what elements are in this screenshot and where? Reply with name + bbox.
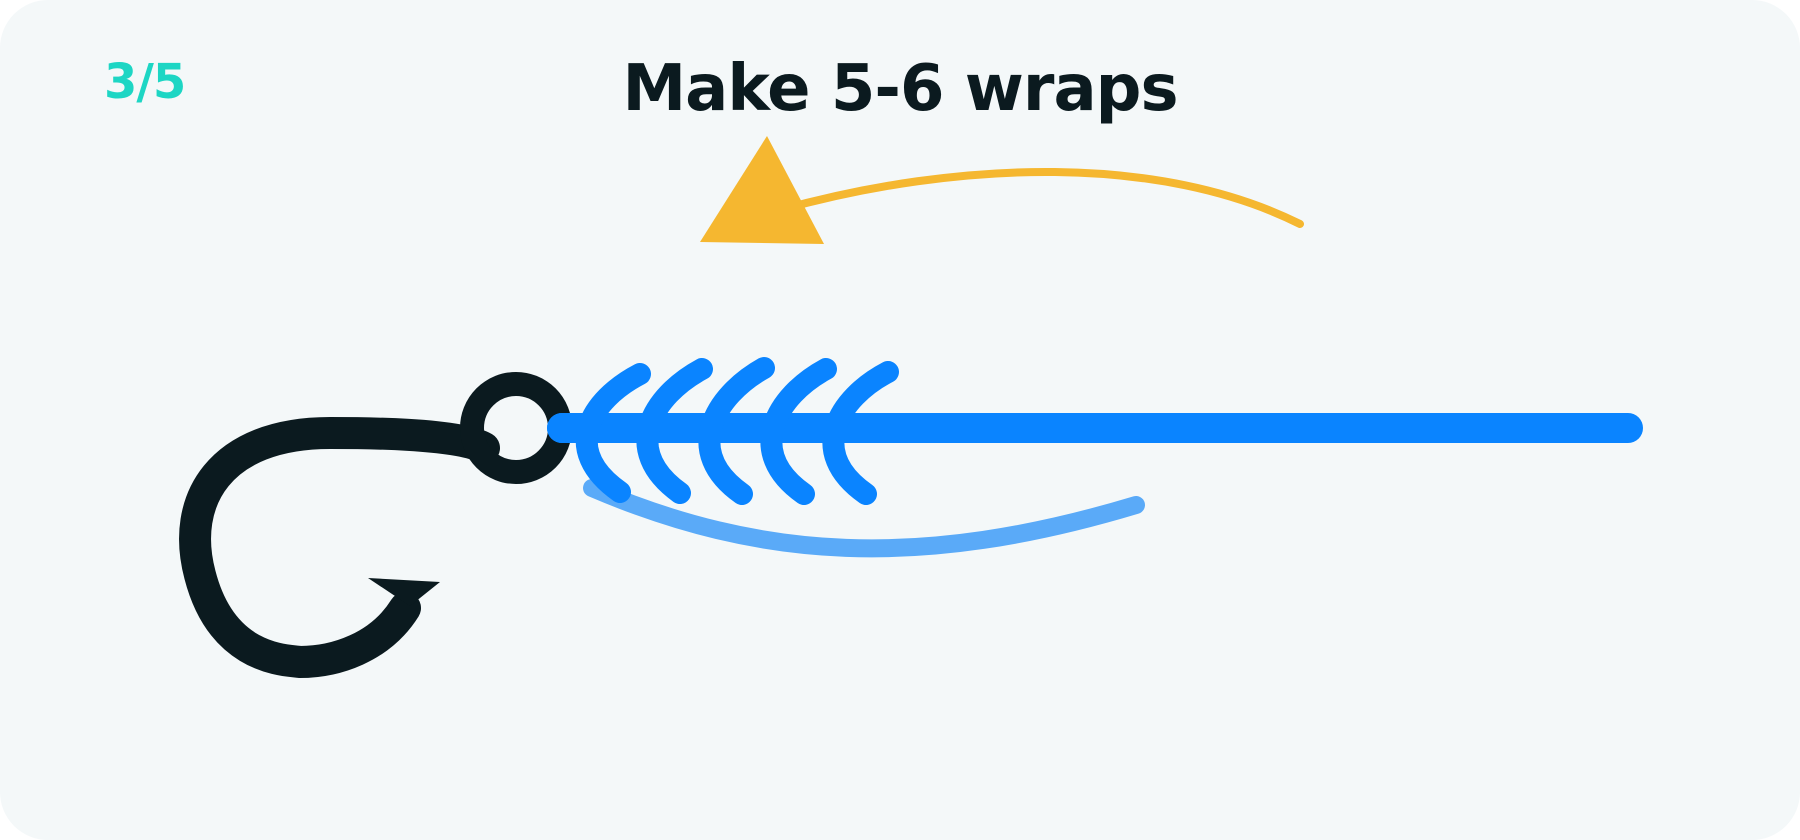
line-wraps <box>575 357 899 505</box>
direction-arrow-curve <box>776 168 1304 228</box>
direction-arrow-icon <box>700 136 1304 244</box>
hook-shank <box>179 417 500 678</box>
hook-barb <box>368 578 440 606</box>
direction-arrow-head <box>700 136 824 244</box>
step-title: Make 5-6 wraps <box>622 52 1178 126</box>
wrap-5 <box>822 361 899 505</box>
wrap-4 <box>760 358 837 505</box>
tag-end-line <box>583 479 1145 558</box>
wrap-1 <box>575 363 651 503</box>
step-counter: 3/5 <box>104 54 186 110</box>
wrap-2 <box>636 358 713 504</box>
fishing-hook-icon <box>179 372 572 678</box>
wrap-3 <box>698 357 775 505</box>
hook-eye <box>460 372 572 484</box>
